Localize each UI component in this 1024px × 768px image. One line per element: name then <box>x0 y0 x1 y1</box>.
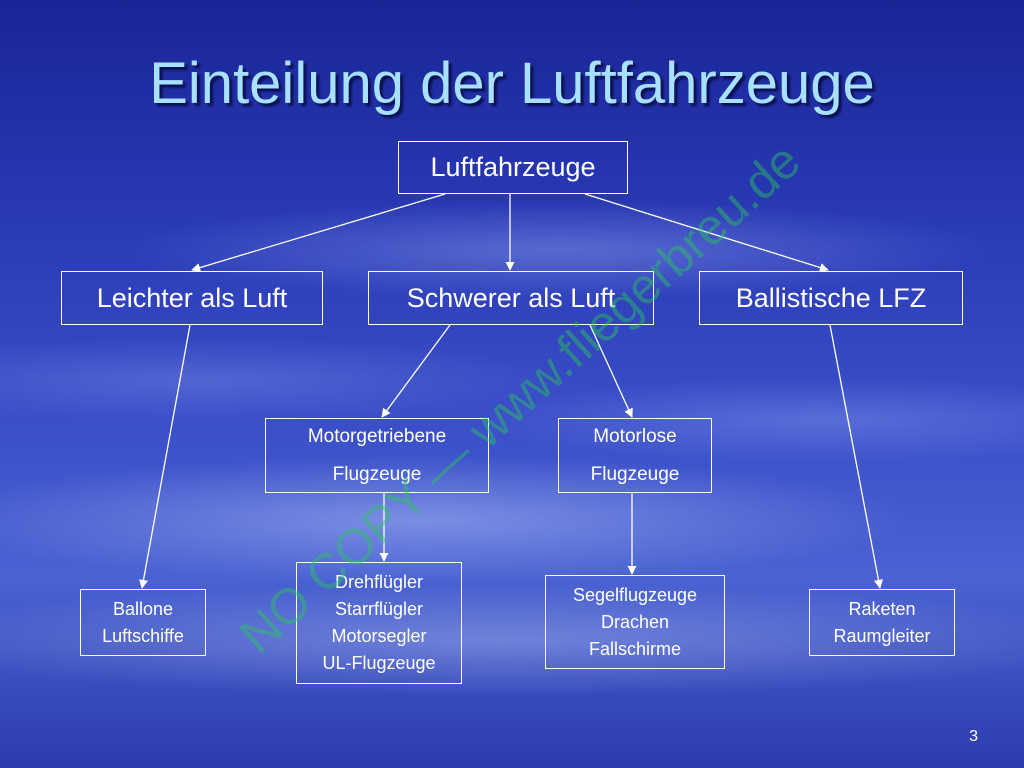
node-heavier-than-air: Schwerer als Luft <box>368 271 654 325</box>
arrow-ballistic-to-types <box>829 324 883 589</box>
arrow-heavier-to-motorized <box>381 324 451 418</box>
node-ballistic: Ballistische LFZ <box>699 271 963 325</box>
node-motorized: Motorgetriebene Flugzeuge <box>265 418 489 493</box>
node-root-label: Luftfahrzeuge <box>430 152 596 182</box>
node-motorized-types: Drehflügler Starrflügler Motorsegler UL-… <box>296 562 462 684</box>
node-motorless-label: Motorlose Flugzeuge <box>590 425 680 485</box>
node-root: Luftfahrzeuge <box>398 141 628 194</box>
node-lighter-types: Ballone Luftschiffe <box>80 589 206 656</box>
node-motorless-types-label: Segelflugzeuge Drachen Fallschirme <box>572 584 698 659</box>
page-number: 3 <box>969 728 978 745</box>
node-motorless-types: Segelflugzeuge Drachen Fallschirme <box>545 575 725 669</box>
node-lighter-than-air: Leichter als Luft <box>61 271 323 325</box>
node-motorless: Motorlose Flugzeuge <box>558 418 712 493</box>
node-motorized-types-label: Drehflügler Starrflügler Motorsegler UL-… <box>322 572 436 673</box>
node-ballistic-types: Raketen Raumgleiter <box>809 589 955 656</box>
node-ballistic-label: Ballistische LFZ <box>735 282 927 313</box>
arrow-root-to-lighter <box>191 193 446 273</box>
node-motorized-label: Motorgetriebene Flugzeuge <box>307 425 447 485</box>
arrow-heavier-to-motorless <box>589 324 633 418</box>
arrow-lighter-to-types <box>138 324 191 589</box>
slide-title: Einteilung der Luftfahrzeuge <box>149 51 875 116</box>
node-lighter-types-label: Ballone Luftschiffe <box>102 598 184 646</box>
node-lighter-label: Leichter als Luft <box>96 282 288 313</box>
arrow-root-to-ballistic <box>584 193 829 272</box>
node-heavier-label: Schwerer als Luft <box>406 282 616 313</box>
node-ballistic-types-label: Raketen Raumgleiter <box>833 598 931 646</box>
